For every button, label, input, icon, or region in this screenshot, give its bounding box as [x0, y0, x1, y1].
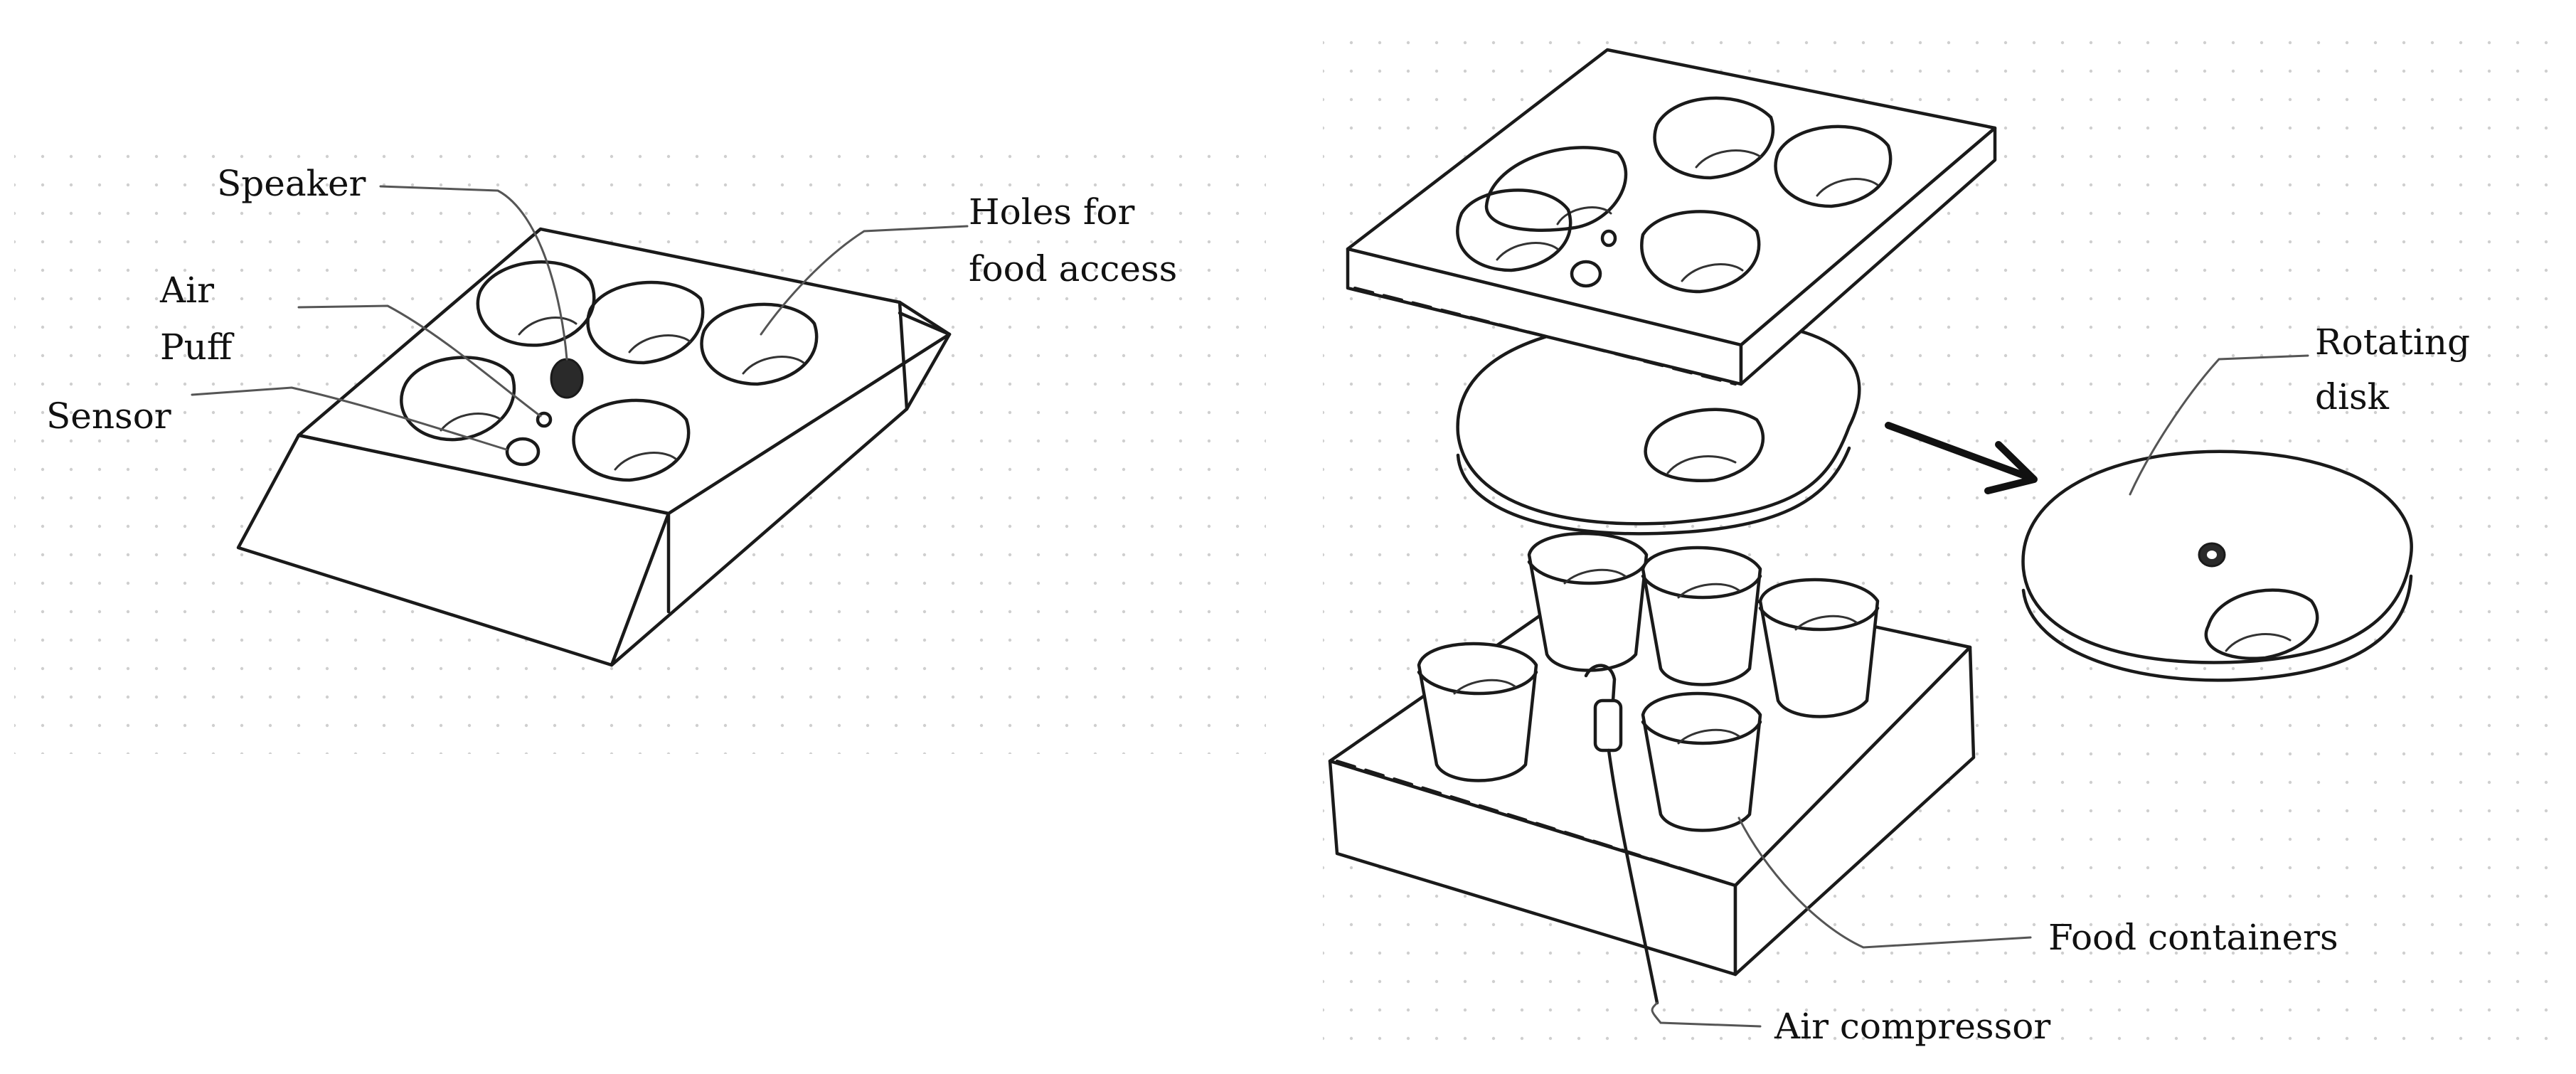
- label-food-containers: Food containers: [2048, 917, 2338, 958]
- food-container: [1758, 578, 1880, 718]
- food-container: [1641, 546, 1762, 686]
- food-containers: [1417, 531, 1880, 832]
- top-plate-sensor-icon: [1570, 260, 1602, 288]
- label-speaker: Speaker: [217, 163, 366, 204]
- leader-holes: [760, 225, 969, 336]
- label-sensor: Sensor: [46, 395, 171, 437]
- label-rotating-1: Rotating: [2315, 321, 2470, 363]
- leader-rotating-disk: [2129, 354, 2309, 496]
- speaker-grille-icon: [550, 358, 584, 399]
- leader-food-containers: [1737, 817, 2032, 949]
- label-holes-2: food access: [969, 248, 1177, 289]
- leader-sensor: [191, 386, 508, 451]
- food-container: [1527, 531, 1649, 672]
- device-holes: [400, 260, 819, 482]
- top-plate-nozzle-icon: [1600, 229, 1617, 248]
- leader-air-puff: [297, 304, 542, 418]
- air-compressor-icon: [1584, 664, 1659, 1005]
- food-container: [1641, 691, 1762, 832]
- label-holes-1: Holes for: [969, 191, 1134, 233]
- sensor-icon: [505, 437, 541, 467]
- food-container: [1417, 642, 1538, 782]
- leader-air-compressor: [1651, 1001, 1762, 1028]
- separate-rotating-disk: [2021, 450, 2413, 682]
- label-rotating-2: disk: [2315, 376, 2390, 418]
- label-air-puff-2: Puff: [160, 326, 235, 368]
- label-air-puff-1: Air: [159, 270, 214, 311]
- arrow-to-disk-icon: [1885, 422, 2038, 494]
- exploded-top-plate: [1346, 48, 1997, 386]
- air-puff-nozzle-icon: [536, 411, 553, 428]
- leader-speaker: [379, 185, 568, 361]
- label-air-compressor: Air compressor: [1774, 1006, 2050, 1047]
